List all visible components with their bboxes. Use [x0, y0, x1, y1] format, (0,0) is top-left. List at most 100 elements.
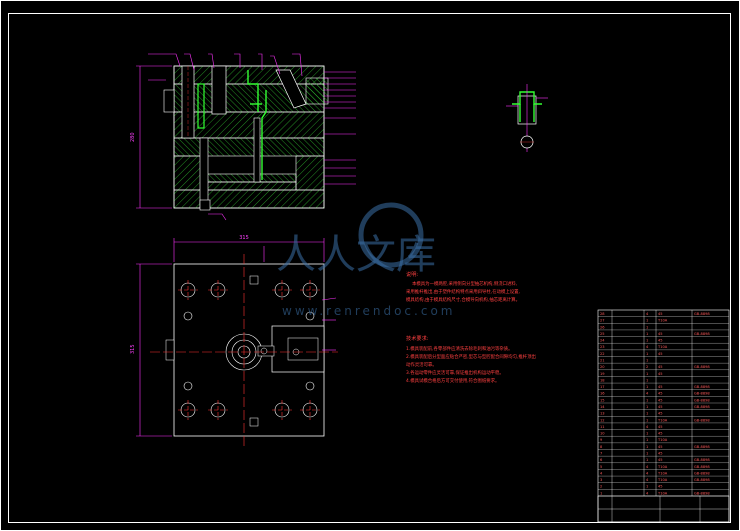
bom-cell: 1: [646, 325, 648, 329]
bom-cell: T10A: [657, 478, 668, 482]
bom-cell: 19: [600, 372, 605, 376]
watermark-url: www.renrendoc.com: [282, 304, 455, 318]
top-width-dim: 315: [239, 235, 249, 241]
bom-cell: GB-8898: [694, 385, 710, 389]
bom-cell: 1: [646, 372, 648, 376]
bom-cell: 13: [600, 412, 605, 416]
notes-line-3: 模具结构,由于模具结构尺寸,合模导向机构,抽芯距离计算。: [406, 296, 520, 303]
bom-cell: 7: [600, 451, 602, 455]
bom-cell: 4: [646, 471, 649, 475]
bom-cell: 10: [600, 432, 605, 436]
bom-cell: 45: [658, 372, 663, 376]
bom-cell: 1: [646, 398, 648, 402]
bom-cell: 1: [646, 458, 648, 462]
bom-cell: 45: [658, 432, 663, 436]
bom-cell: 1: [646, 485, 648, 489]
bom-cell: 1: [646, 412, 648, 416]
top-height-dim: 315: [130, 344, 136, 354]
bom-cell: 12: [600, 418, 605, 422]
bom-cell: T10A: [657, 438, 668, 442]
bom-cell: GB-8898: [694, 312, 710, 316]
bom-cell: 45: [658, 385, 663, 389]
bom-cell: 4: [646, 491, 649, 495]
bom-cell: 22: [600, 352, 605, 356]
bom-cell: T10A: [657, 345, 668, 349]
bom-cell: 1: [646, 405, 648, 409]
bom-cell: 28: [600, 312, 605, 316]
notes-block: 说明: 本模具为一模两腔,采用侧向分型抽芯机构,侧浇口进料, 采用推杆推出,由于…: [406, 270, 536, 384]
bom-cell: GB-8898: [694, 445, 710, 449]
bom-cell: 11: [600, 425, 605, 429]
bom-cell: 16: [600, 392, 605, 396]
bom-cell: 8: [600, 445, 603, 449]
bom-cell: GB-8898: [694, 491, 710, 495]
front-view-callouts: [148, 53, 356, 221]
bom-cell: 26: [600, 325, 605, 329]
bom-cell: 21: [600, 358, 605, 362]
bom-cell: 1: [646, 339, 648, 343]
sheet-inner-border: [8, 13, 731, 523]
bom-cell: GB-8898: [694, 398, 710, 402]
bom-cell: 18: [600, 378, 605, 382]
bom-cell: 45: [658, 451, 663, 455]
bom-cell: 4: [646, 425, 649, 429]
bom-cell: GB-8898: [694, 465, 710, 469]
bom-cell: T10A: [657, 418, 668, 422]
bom-cell: 45: [658, 339, 663, 343]
bom-cell: 1: [646, 352, 648, 356]
notes-requirement-4: 4.模具试模合格后方可交付使用,符合图纸要求。: [406, 377, 499, 384]
bom-cell: 45: [658, 312, 663, 316]
bom-cell: 1: [646, 332, 648, 336]
bom-cell: 45: [658, 352, 663, 356]
bom-cell: 45: [658, 412, 663, 416]
bom-cell: 1: [646, 378, 648, 382]
bom-cell: 45: [658, 392, 663, 396]
bom-cell: 4: [646, 478, 649, 482]
top-plan-view: 315 315: [130, 235, 338, 446]
bom-cell: 45: [658, 458, 663, 462]
detail-view-insert: [506, 84, 548, 152]
bom-cell: 25: [600, 332, 605, 336]
bom-cell: 45: [658, 365, 663, 369]
bom-cell: 20: [600, 365, 605, 369]
watermark-logo: 人人文库 www.renrendoc.com: [276, 202, 455, 318]
bom-cell: GB-8898: [694, 471, 710, 475]
bom-cell: 17: [600, 385, 605, 389]
bom-cell: 1: [646, 438, 648, 442]
bom-cell: 2: [646, 365, 648, 369]
notes-line-2: 采用推杆推出,由于塑件结构特点采用斜导柱,在动模上设置,: [406, 288, 520, 295]
bom-cell: 1: [600, 491, 602, 495]
bom-cell: GB-8898: [694, 392, 710, 396]
bom-cell: 5: [600, 465, 602, 469]
bom-cell: 4: [600, 471, 603, 475]
bom-cell: 1: [646, 358, 648, 362]
bom-cell: 3: [600, 478, 602, 482]
bom-cell: 23: [600, 345, 605, 349]
bom-cell: GB-8898: [694, 332, 710, 336]
bom-cell: 4: [646, 465, 649, 469]
bom-cell: 45: [658, 405, 663, 409]
bom-cell: 1: [646, 319, 648, 323]
bom-cell: 24: [600, 339, 605, 343]
bom-cell: GB-8898: [694, 478, 710, 482]
bom-cell: 2: [600, 485, 602, 489]
bom-cell: 45: [658, 398, 663, 402]
notes-requirement-2-cont: 动作灵活可靠。: [406, 361, 437, 368]
bom-cell: 6: [600, 458, 603, 462]
bom-cell: 4: [646, 345, 649, 349]
bom-cell: 1: [646, 445, 648, 449]
bom-cell: T10A: [657, 471, 668, 475]
bom-cell: 1: [646, 451, 648, 455]
notes-requirement-3: 3.各运动零件应灵活可靠,保证推出机构运动平稳。: [406, 369, 504, 376]
notes-requirement-2: 2.模具装配后分型面应贴合严密,型芯与型腔配合间隙均匀,推杆顶出: [406, 353, 536, 360]
front-height-dim: 280: [130, 132, 136, 142]
notes-requirement-1: 1.模具装配前,各零部件应清洗去除毛刺和油污等杂质。: [406, 345, 513, 352]
bom-cell: 15: [600, 398, 605, 402]
bom-cell: 45: [658, 425, 663, 429]
bom-cell: T10A: [657, 319, 668, 323]
notes-heading-requirements: 技术要求:: [406, 334, 429, 342]
bom-cell: 1: [646, 418, 648, 422]
bom-cell: 4: [646, 312, 649, 316]
